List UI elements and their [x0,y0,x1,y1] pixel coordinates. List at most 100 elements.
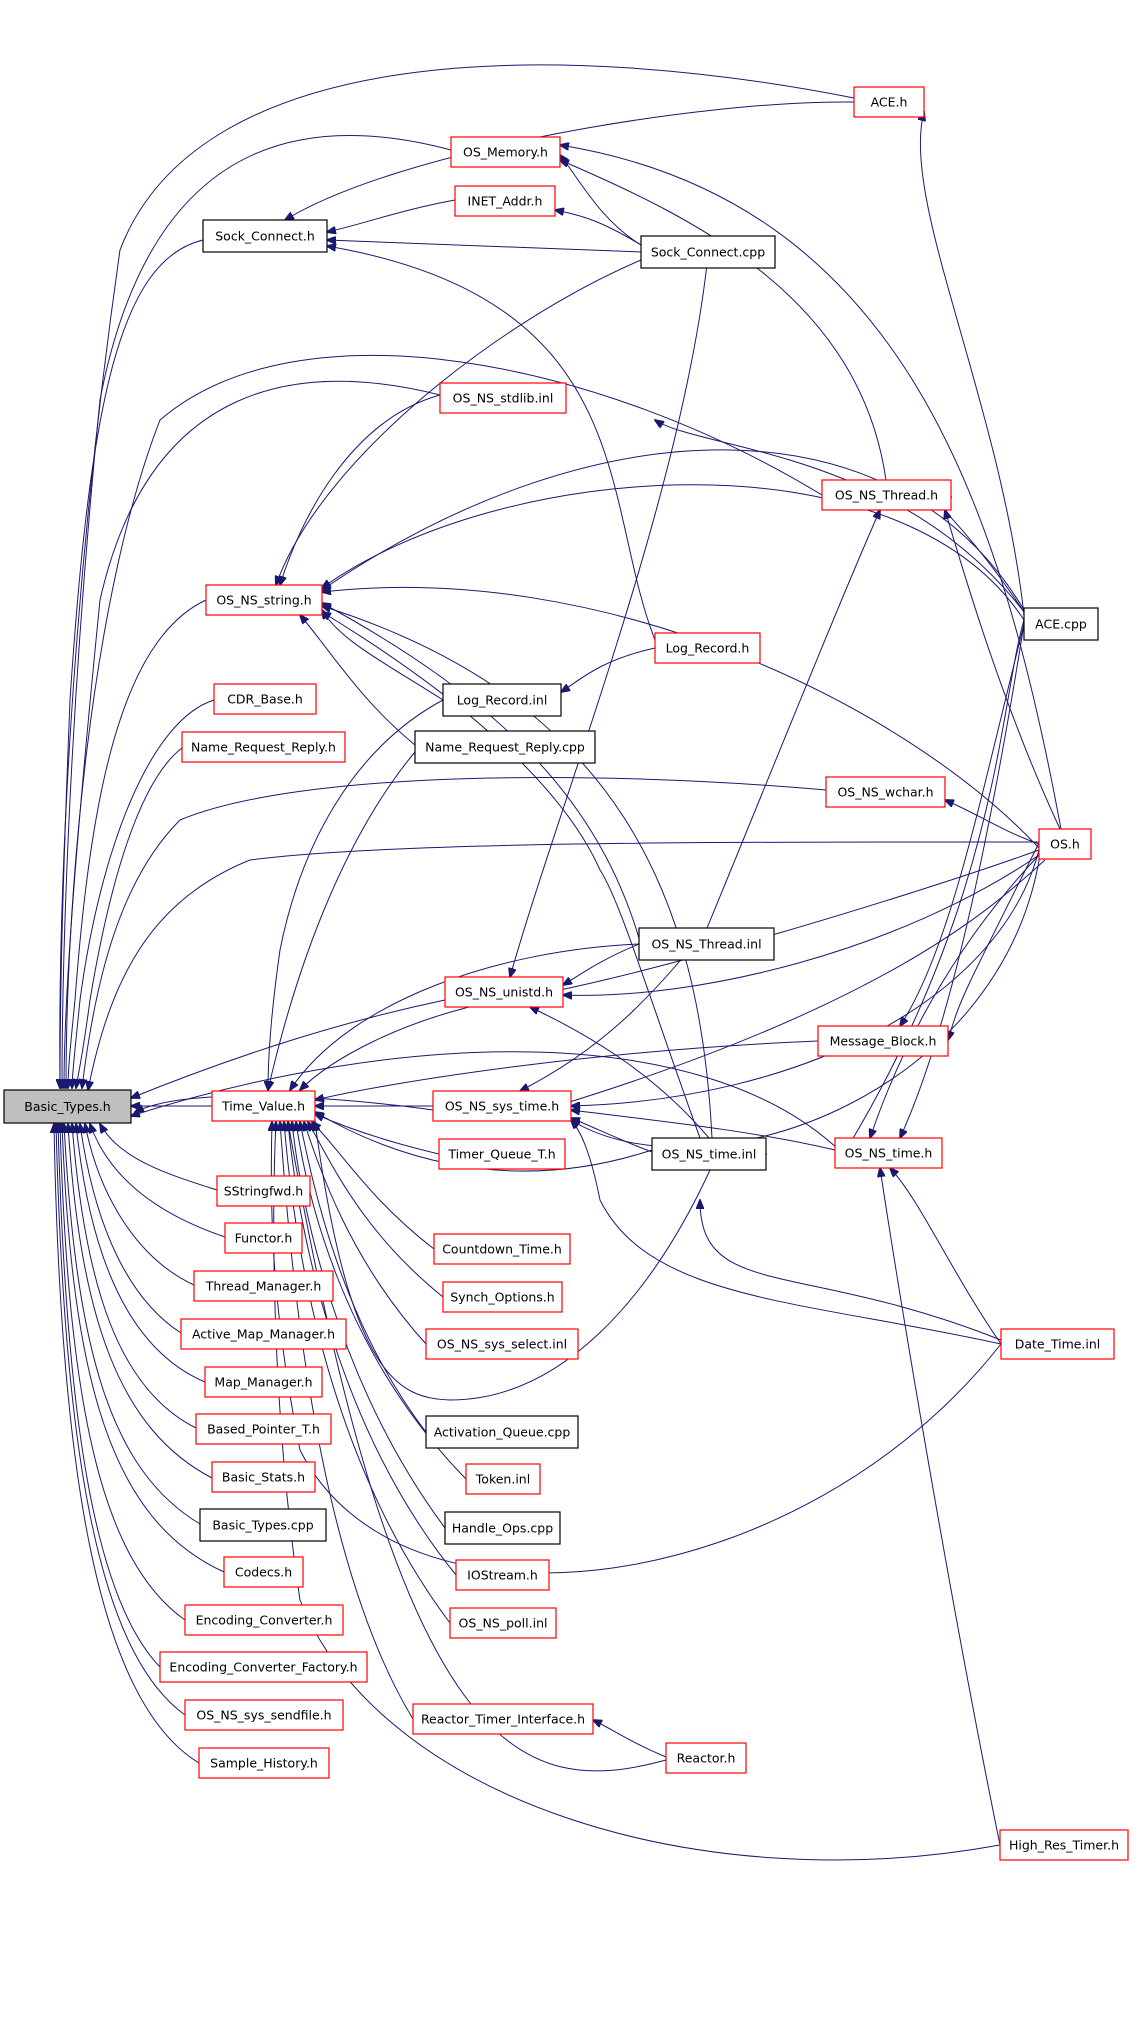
node-label: Reactor.h [677,1751,736,1766]
node-box [205,584,323,616]
node-high-res-timer-h[interactable]: High_Res_Timer.h [999,1829,1129,1861]
node-basic-types-h[interactable]: Basic_Types.h [3,1089,132,1124]
node-time-value-h[interactable]: Time_Value.h [211,1090,316,1122]
node-label: Sock_Connect.cpp [651,245,765,260]
dependency-edge [64,1124,201,1525]
dependency-edge [88,841,1040,1090]
node-label: INET_Addr.h [468,194,543,209]
node-box [204,1366,323,1398]
node-basic-types-cpp[interactable]: Basic_Types.cpp [199,1508,327,1542]
node-label: Map_Manager.h [214,1375,312,1390]
node-os-ns-sys-time-h[interactable]: OS_NS_sys_time.h [432,1090,572,1122]
node-label: OS_NS_sys_time.h [445,1099,559,1114]
node-os-ns-poll-inl[interactable]: OS_NS_poll.inl [449,1607,557,1639]
node-sock-connect-h[interactable]: Sock_Connect.h [202,219,328,253]
node-encoding-converter-h[interactable]: Encoding_Converter.h [184,1604,344,1636]
node-label: Basic_Stats.h [222,1470,305,1485]
node-thread-manager-h[interactable]: Thread_Manager.h [193,1270,334,1302]
node-timer-queue-t-h[interactable]: Timer_Queue_T.h [438,1138,566,1170]
node-label: OS_NS_poll.inl [459,1616,548,1631]
node-codecs-h[interactable]: Codecs.h [223,1556,304,1588]
node-sock-connect-cpp[interactable]: Sock_Connect.cpp [640,235,776,269]
node-os-ns-unistd-h[interactable]: OS_NS_unistd.h [444,976,564,1008]
node-inet-addr-h[interactable]: INET_Addr.h [454,185,556,217]
node-os-ns-time-h[interactable]: OS_NS_time.h [834,1137,943,1169]
node-os-ns-time-inl[interactable]: OS_NS_time.inl [651,1137,767,1171]
node-active-map-manager-h[interactable]: Active_Map_Manager.h [180,1318,347,1350]
dependency-edge [510,263,708,977]
node-reactor-timer-interface-h[interactable]: Reactor_Timer_Interface.h [412,1703,594,1735]
node-name-request-reply-cpp[interactable]: Name_Request_Reply.cpp [414,730,596,764]
node-label: OS_NS_string.h [216,593,311,608]
node-label: OS_NS_Thread.h [835,488,938,503]
node-label: OS_NS_unistd.h [455,985,553,1000]
node-label: OS_Memory.h [463,145,548,160]
dependency-edge [60,1124,186,1621]
node-ace-cpp[interactable]: ACE.cpp [1023,607,1099,641]
node-os-ns-thread-h[interactable]: OS_NS_Thread.h [821,479,952,511]
dependency-edge [593,1720,667,1758]
dependency-edge [271,1122,1002,1574]
node-label: Thread_Manager.h [205,1279,322,1294]
node-label: Active_Map_Manager.h [192,1327,335,1342]
node-box [665,1742,747,1774]
node-os-ns-wchar-h[interactable]: OS_NS_wchar.h [825,776,946,808]
node-sample-history-h[interactable]: Sample_History.h [198,1747,330,1779]
node-box [442,683,562,717]
dependency-edge [285,101,855,220]
node-sstringfwd-h[interactable]: SStringfwd.h [216,1175,311,1207]
dependency-edge [76,747,183,1088]
dependency-edge [85,1124,195,1286]
node-basic-stats-h[interactable]: Basic_Stats.h [211,1461,316,1493]
node-os-ns-thread-inl[interactable]: OS_NS_Thread.inl [638,927,775,961]
node-os-ns-string-h[interactable]: OS_NS_string.h [205,584,323,616]
node-functor-h[interactable]: Functor.h [224,1222,303,1254]
node-box [433,1233,571,1265]
node-countdown-time-h[interactable]: Countdown_Time.h [433,1233,571,1265]
dependency-edge [561,647,656,692]
dependency-edge [327,199,456,232]
node-token-inl[interactable]: Token.inl [465,1463,541,1495]
node-handle-ops-cpp[interactable]: Handle_Ops.cpp [444,1511,561,1545]
node-log-record-inl[interactable]: Log_Record.inl [442,683,562,717]
node-box [224,1222,303,1254]
node-date-time-inl[interactable]: Date_Time.inl [1000,1328,1115,1360]
node-os-memory-h[interactable]: OS_Memory.h [450,136,561,168]
dependency-edge [274,1122,1001,1861]
node-box [825,776,946,808]
node-encoding-converter-factory-h[interactable]: Encoding_Converter_Factory.h [159,1651,368,1683]
dependency-edge [700,1200,1002,1341]
node-box [999,1829,1129,1861]
node-box [199,1508,327,1542]
node-box [834,1137,943,1169]
node-label: OS_NS_stdlib.inl [453,391,554,406]
node-box [817,1025,949,1057]
node-iostream-h[interactable]: IOStream.h [455,1559,550,1591]
node-message-block-h[interactable]: Message_Block.h [817,1025,949,1057]
node-activation-queue-cpp[interactable]: Activation_Queue.cpp [425,1415,579,1449]
node-box [211,1461,316,1493]
dependency-edge [82,777,827,1088]
node-log-record-h[interactable]: Log_Record.h [654,632,761,664]
dependency-edge [563,943,640,985]
node-os-ns-sys-select-inl[interactable]: OS_NS_sys_select.inl [425,1328,579,1360]
node-based-pointer-t-h[interactable]: Based_Pointer_T.h [195,1413,332,1445]
node-map-manager-h[interactable]: Map_Manager.h [204,1366,323,1398]
node-cdr-base-h[interactable]: CDR_Base.h [213,683,317,715]
node-label: Log_Record.h [666,641,750,656]
node-ace-h[interactable]: ACE.h [853,86,925,118]
node-os-ns-sys-sendfile-h[interactable]: OS_NS_sys_sendfile.h [184,1699,344,1731]
node-name-request-reply-h[interactable]: Name_Request_Reply.h [181,731,346,763]
node-label: Token.inl [475,1472,530,1487]
node-os-ns-stdlib-inl[interactable]: OS_NS_stdlib.inl [439,382,567,414]
node-synch-options-h[interactable]: Synch_Options.h [442,1281,563,1313]
node-label: Basic_Types.h [24,1099,110,1114]
node-label: ACE.cpp [1035,617,1087,632]
node-os-h[interactable]: OS.h [1038,828,1092,860]
node-label: Functor.h [235,1231,293,1246]
dependency-edge [571,1110,836,1151]
node-box [654,632,761,664]
node-label: Reactor_Timer_Interface.h [421,1712,585,1727]
dependency-edge [54,1124,200,1764]
node-reactor-h[interactable]: Reactor.h [665,1742,747,1774]
